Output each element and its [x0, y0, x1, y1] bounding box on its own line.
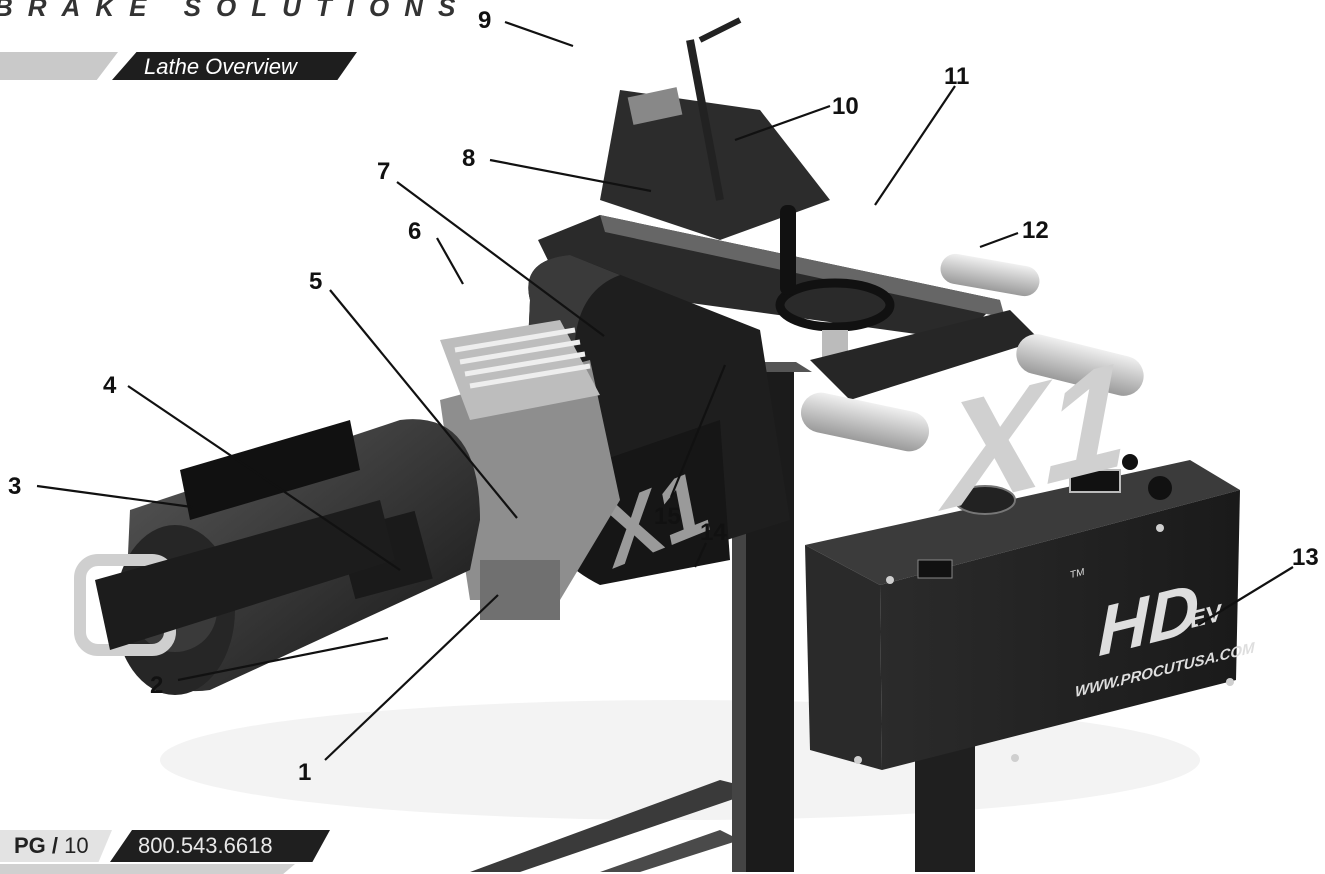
- page-separator: /: [51, 833, 59, 858]
- callout-3: 3: [8, 473, 22, 500]
- callout-1: 1: [298, 759, 312, 786]
- ribbon-light-segment: [0, 52, 118, 80]
- callout-9: 9: [478, 7, 492, 34]
- phone-number: 800.543.6618: [138, 833, 273, 858]
- callout-7: 7: [377, 158, 391, 185]
- callout-15: 15: [654, 503, 681, 530]
- callout-4: 4: [103, 372, 117, 399]
- page-number-value: 10: [64, 833, 89, 858]
- device-trademark: TM: [1070, 567, 1084, 581]
- page-label: PG: [14, 833, 46, 858]
- callout-12: 12: [1022, 217, 1049, 244]
- callout-5: 5: [309, 268, 323, 295]
- stand-base: [470, 780, 760, 872]
- motor: [74, 419, 480, 695]
- callout-14: 14: [700, 519, 727, 546]
- ribbon-dark-segment: [112, 52, 357, 80]
- hand-wheel: [775, 205, 895, 360]
- footer-bar: [0, 864, 295, 874]
- section-ribbon: Lathe Overview: [0, 52, 360, 82]
- gearbox: [440, 320, 620, 620]
- callout-11: 11: [944, 63, 970, 90]
- callout-8: 8: [462, 145, 476, 172]
- callout-10: 10: [832, 93, 859, 120]
- section-title: Lathe Overview: [144, 54, 297, 79]
- brand-title: BRAKE SOLUTIONS: [0, 0, 471, 22]
- phone-box: [110, 830, 330, 862]
- page-number-box: [0, 830, 112, 862]
- callout-6: 6: [408, 218, 422, 245]
- callout-13: 13: [1292, 544, 1319, 571]
- leader-lines: [36, 20, 1294, 761]
- crossbar: [800, 253, 1144, 452]
- control-box: X1 HD EV WWW.PROCUTUSA.COM TM: [805, 329, 1255, 770]
- callout-2: 2: [150, 672, 164, 699]
- page-number: PG / 10: [14, 833, 89, 859]
- page-footer: PG / 10 800.543.6618: [0, 830, 330, 874]
